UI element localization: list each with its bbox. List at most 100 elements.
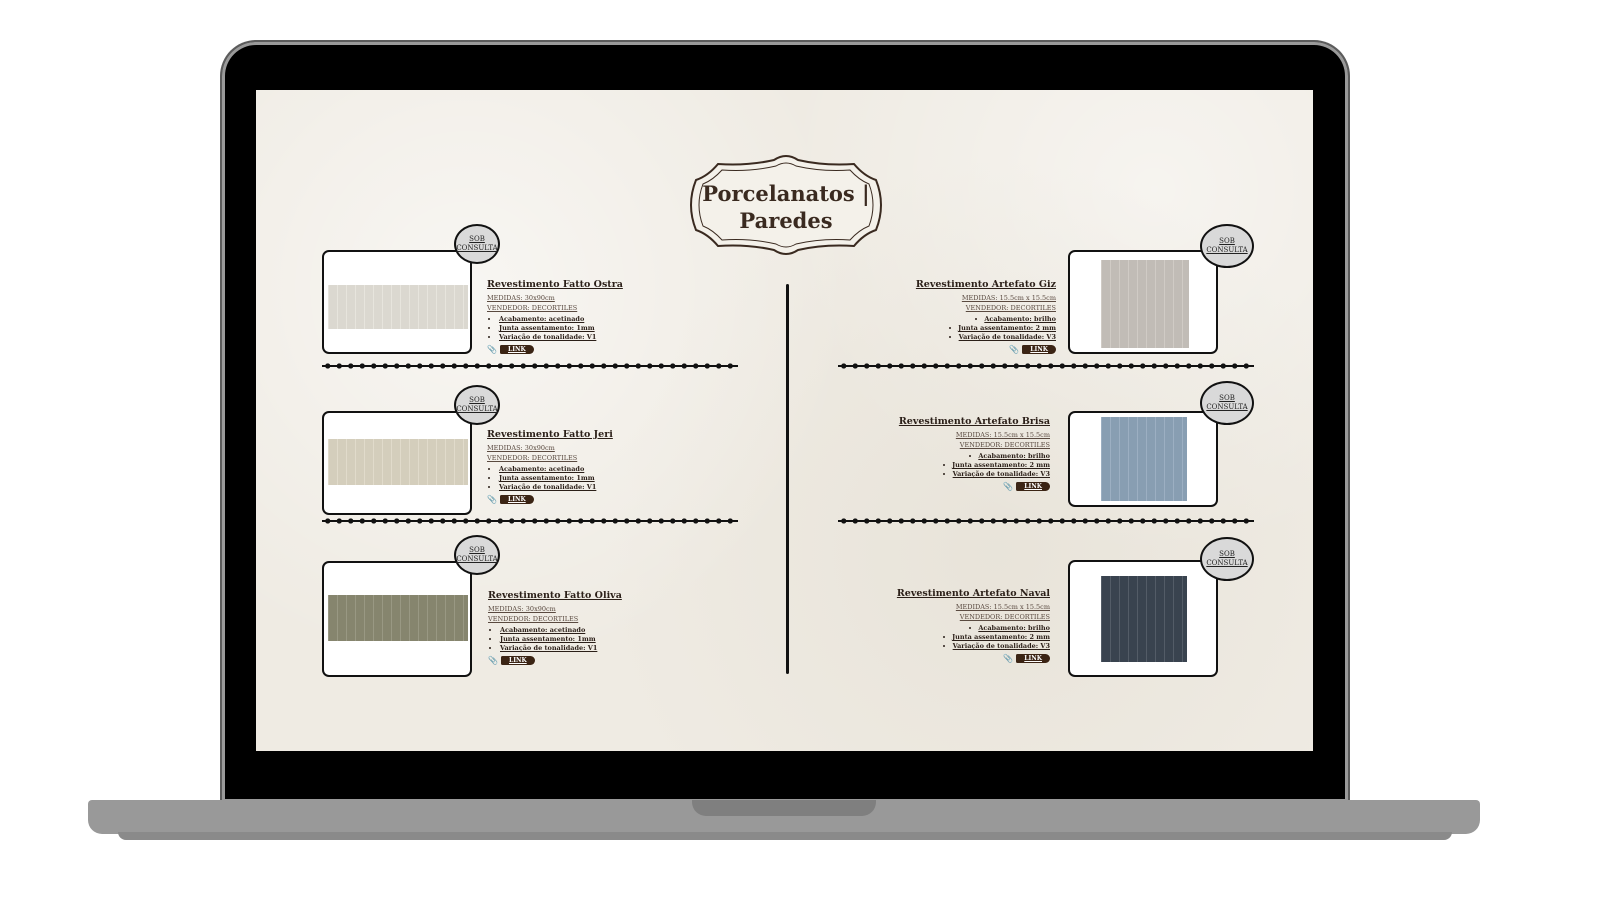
price-badge[interactable]: SOB CONSULTA bbox=[454, 535, 500, 575]
product-image-frame[interactable] bbox=[1068, 411, 1218, 507]
paperclip-icon: 📎 bbox=[1003, 482, 1014, 491]
link-button[interactable]: LINK bbox=[499, 495, 534, 504]
price-badge[interactable]: SOB CONSULTA bbox=[454, 224, 500, 264]
product-measures: MEDIDAS: 30x90cm bbox=[487, 444, 555, 452]
product-card-artefato-giz[interactable]: Revestimento Artefato Giz MEDIDAS: 15.5c… bbox=[794, 224, 1254, 354]
product-image-frame[interactable] bbox=[322, 411, 472, 515]
link-row: 📎 LINK bbox=[487, 495, 687, 504]
product-card-fatto-jeri[interactable]: SOB CONSULTA Revestimento Fatto Jeri MED… bbox=[322, 385, 782, 515]
feature-item: Junta assentamento: 1mm bbox=[499, 474, 687, 483]
title-plaque: Porcelanatos | Paredes bbox=[688, 152, 884, 258]
product-info: Revestimento Artefato Naval MEDIDAS: 15.… bbox=[850, 588, 1050, 663]
product-features: Acabamento: brilho Junta assentamento: 2… bbox=[850, 452, 1050, 479]
product-card-artefato-brisa[interactable]: Revestimento Artefato Brisa MEDIDAS: 15.… bbox=[794, 381, 1254, 511]
feature-item: Junta assentamento: 1mm bbox=[499, 324, 687, 333]
badge-line-2: CONSULTA bbox=[1206, 403, 1248, 411]
product-measures: MEDIDAS: 30x90cm bbox=[487, 294, 555, 302]
product-features: Acabamento: brilho Junta assentamento: 2… bbox=[856, 315, 1056, 342]
link-row: 📎 LINK bbox=[850, 654, 1050, 663]
product-name[interactable]: Revestimento Fatto Ostra bbox=[487, 279, 623, 290]
badge-line-1: SOB bbox=[1219, 550, 1235, 558]
badge-line-1: SOB bbox=[1219, 237, 1235, 245]
product-image-frame[interactable] bbox=[322, 250, 472, 354]
product-name[interactable]: Revestimento Fatto Oliva bbox=[488, 590, 622, 601]
product-card-fatto-oliva[interactable]: SOB CONSULTA Revestimento Fatto Oliva ME… bbox=[322, 535, 782, 677]
paperclip-icon: 📎 bbox=[487, 495, 497, 504]
product-image-frame[interactable] bbox=[1068, 560, 1218, 677]
product-vendor: VENDEDOR: DECORTILES bbox=[487, 454, 578, 462]
product-measures: MEDIDAS: 15.5cm x 15.5cm bbox=[955, 603, 1050, 611]
dotted-separator bbox=[322, 362, 738, 370]
product-tile-image bbox=[1101, 576, 1187, 662]
badge-line-2: CONSULTA bbox=[456, 555, 498, 563]
feature-item: Junta assentamento: 2 mm bbox=[850, 461, 1050, 470]
feature-item: Acabamento: brilho bbox=[856, 315, 1056, 324]
feature-item: Acabamento: brilho bbox=[850, 452, 1050, 461]
product-name[interactable]: Revestimento Artefato Naval bbox=[896, 588, 1050, 599]
product-tile-image bbox=[1101, 417, 1187, 501]
paperclip-icon: 📎 bbox=[488, 656, 498, 665]
link-button[interactable]: LINK bbox=[500, 656, 535, 665]
product-tile-image bbox=[328, 439, 468, 485]
badge-line-1: SOB bbox=[469, 235, 485, 243]
product-card-fatto-ostra[interactable]: SOB CONSULTA Revestimento Fatto Ostra ME… bbox=[322, 224, 782, 354]
feature-item: Variação de tonalidade: V3 bbox=[856, 333, 1056, 342]
link-row: 📎 LINK bbox=[856, 345, 1056, 354]
badge-line-1: SOB bbox=[469, 546, 485, 554]
feature-item: Variação de tonalidade: V3 bbox=[850, 642, 1050, 651]
product-vendor: VENDEDOR: DECORTILES bbox=[488, 615, 579, 623]
product-card-artefato-naval[interactable]: Revestimento Artefato Naval MEDIDAS: 15.… bbox=[794, 537, 1254, 677]
feature-item: Acabamento: brilho bbox=[850, 624, 1050, 633]
product-name[interactable]: Revestimento Fatto Jeri bbox=[487, 429, 613, 440]
screen: Porcelanatos | Paredes SOB CONSULTA Reve… bbox=[256, 90, 1313, 751]
product-vendor: VENDEDOR: DECORTILES bbox=[959, 613, 1050, 621]
laptop-foot bbox=[118, 832, 1452, 840]
badge-line-2: CONSULTA bbox=[456, 244, 498, 252]
price-badge[interactable]: SOB CONSULTA bbox=[1200, 537, 1254, 581]
page-title: Porcelanatos | Paredes bbox=[702, 181, 870, 233]
product-info: Revestimento Artefato Brisa MEDIDAS: 15.… bbox=[850, 416, 1050, 491]
feature-item: Variação de tonalidade: V1 bbox=[499, 483, 687, 492]
product-measures: MEDIDAS: 15.5cm x 15.5cm bbox=[955, 431, 1050, 439]
feature-item: Junta assentamento: 2 mm bbox=[856, 324, 1056, 333]
link-button[interactable]: LINK bbox=[499, 345, 534, 354]
dotted-separator bbox=[322, 517, 738, 525]
price-badge[interactable]: SOB CONSULTA bbox=[1200, 381, 1254, 425]
dotted-separator bbox=[838, 362, 1254, 370]
paperclip-icon: 📎 bbox=[487, 345, 497, 354]
badge-line-2: CONSULTA bbox=[1206, 559, 1248, 567]
price-badge[interactable]: SOB CONSULTA bbox=[454, 385, 500, 425]
badge-line-1: SOB bbox=[469, 396, 485, 404]
link-button[interactable]: LINK bbox=[1016, 654, 1050, 663]
product-image-frame[interactable] bbox=[322, 561, 472, 677]
badge-line-2: CONSULTA bbox=[1206, 246, 1248, 254]
product-vendor: VENDEDOR: DECORTILES bbox=[965, 304, 1056, 312]
dotted-separator bbox=[838, 517, 1254, 525]
product-tile-image bbox=[328, 595, 468, 641]
link-button[interactable]: LINK bbox=[1016, 482, 1050, 491]
product-tile-image bbox=[1101, 260, 1189, 348]
product-features: Acabamento: acetinado Junta assentamento… bbox=[488, 626, 688, 653]
product-tile-image bbox=[328, 285, 468, 329]
feature-item: Acabamento: acetinado bbox=[499, 465, 687, 474]
link-button[interactable]: LINK bbox=[1022, 345, 1056, 354]
laptop-notch bbox=[692, 800, 876, 816]
product-measures: MEDIDAS: 30x90cm bbox=[488, 605, 556, 613]
link-row: 📎 LINK bbox=[488, 656, 688, 665]
feature-item: Junta assentamento: 2 mm bbox=[850, 633, 1050, 642]
paperclip-icon: 📎 bbox=[1009, 345, 1020, 354]
feature-item: Acabamento: acetinado bbox=[500, 626, 688, 635]
badge-line-1: SOB bbox=[1219, 394, 1235, 402]
product-features: Acabamento: brilho Junta assentamento: 2… bbox=[850, 624, 1050, 651]
product-image-frame[interactable] bbox=[1068, 250, 1218, 354]
link-row: 📎 LINK bbox=[487, 345, 687, 354]
price-badge[interactable]: SOB CONSULTA bbox=[1200, 224, 1254, 268]
product-name[interactable]: Revestimento Artefato Brisa bbox=[898, 416, 1050, 427]
product-name[interactable]: Revestimento Artefato Giz bbox=[915, 279, 1056, 290]
feature-item: Acabamento: acetinado bbox=[499, 315, 687, 324]
product-info: Revestimento Fatto Jeri MEDIDAS: 30x90cm… bbox=[487, 429, 687, 504]
link-row: 📎 LINK bbox=[850, 482, 1050, 491]
feature-item: Variação de tonalidade: V1 bbox=[499, 333, 687, 342]
product-vendor: VENDEDOR: DECORTILES bbox=[487, 304, 578, 312]
product-features: Acabamento: acetinado Junta assentamento… bbox=[487, 465, 687, 492]
